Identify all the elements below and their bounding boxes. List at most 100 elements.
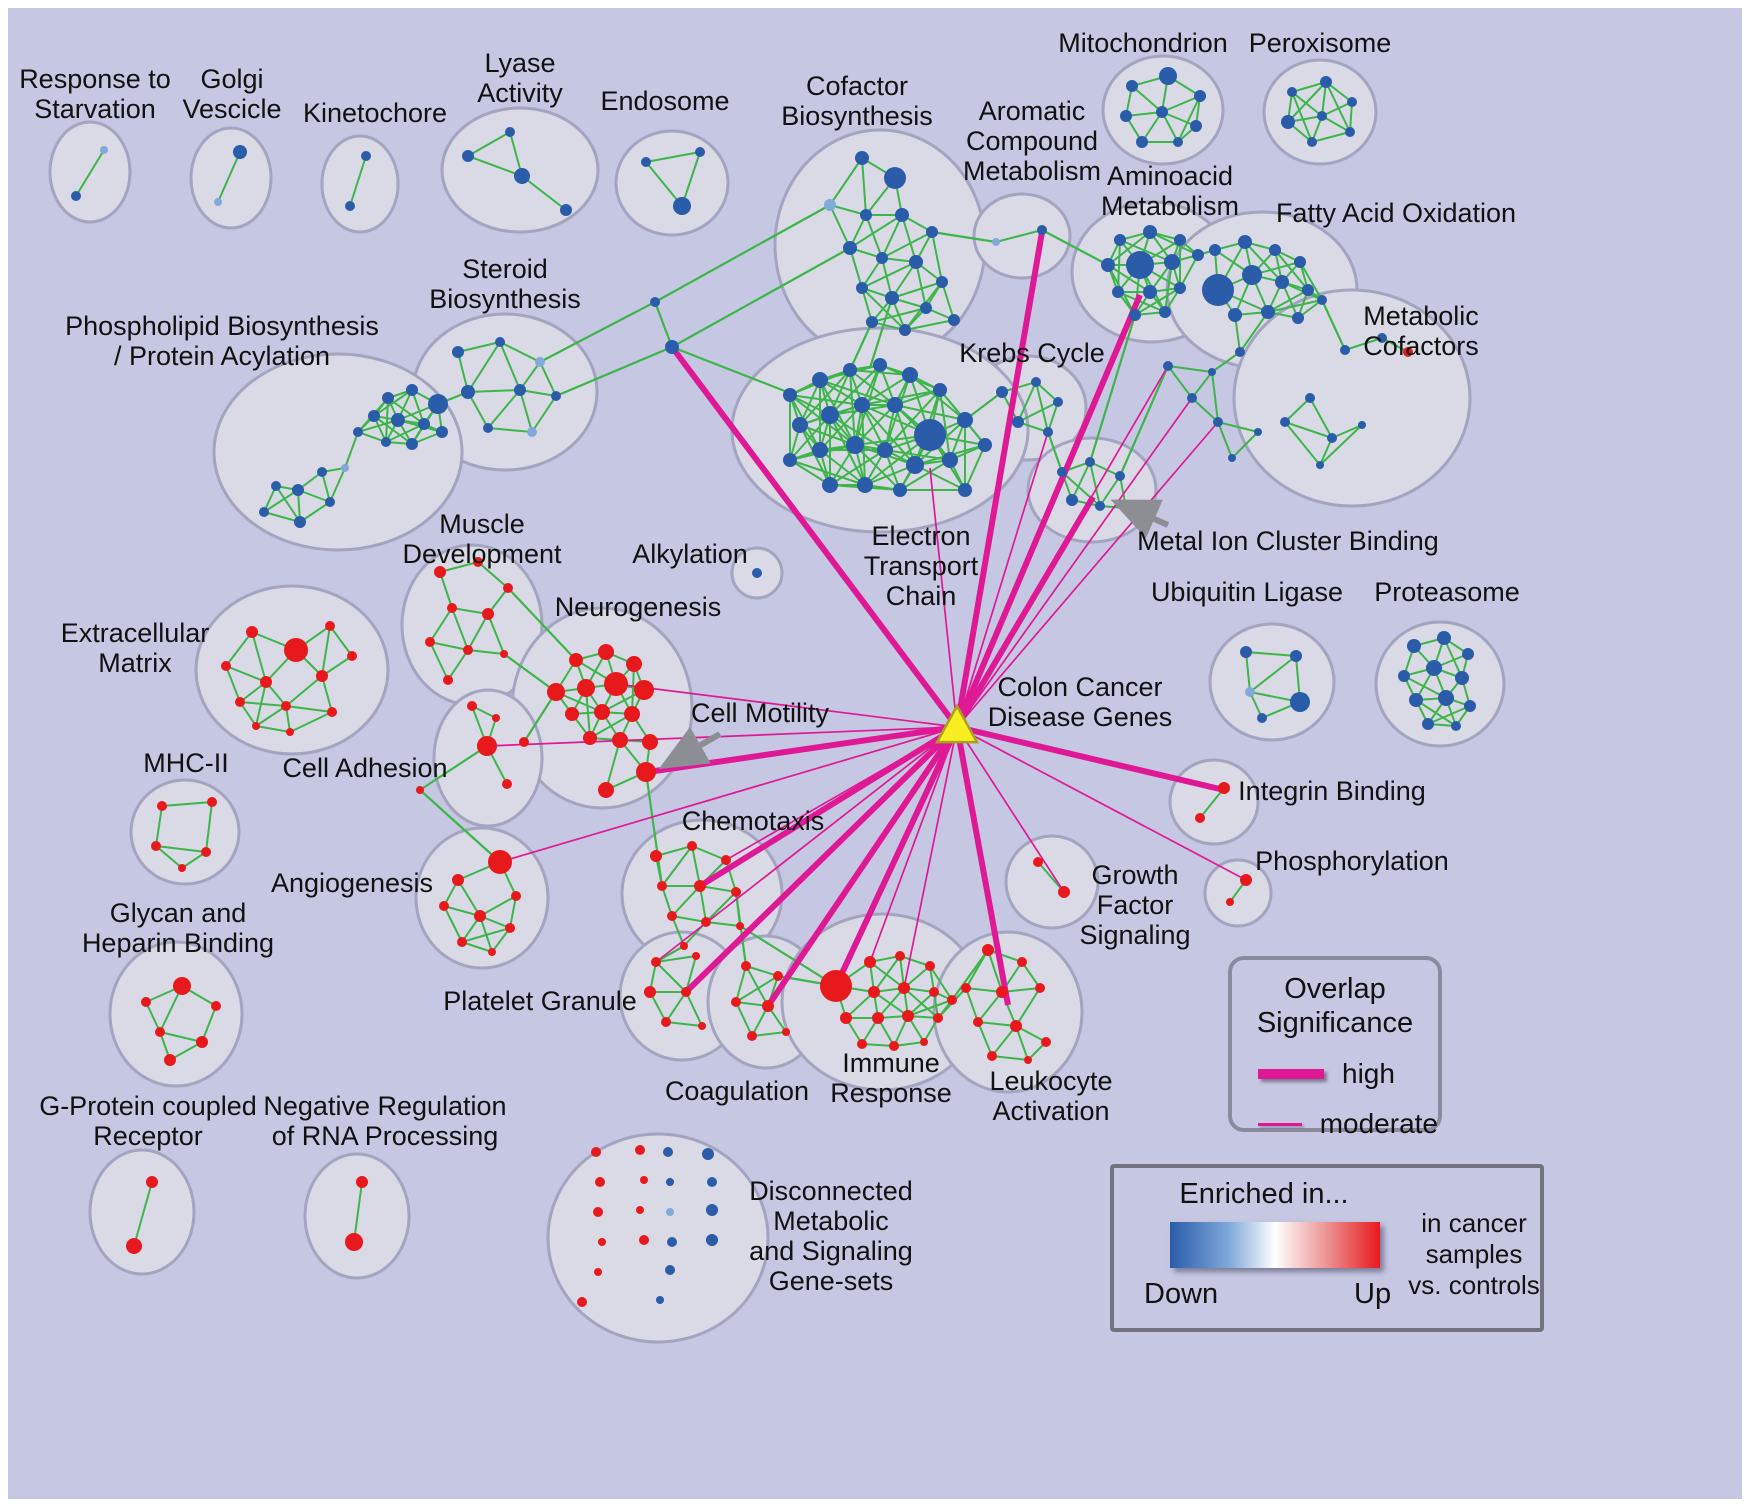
gene-set-node xyxy=(1024,1056,1032,1064)
gene-set-edge xyxy=(1299,261,1323,301)
gene-set-node xyxy=(164,1054,176,1066)
gene-set-edge xyxy=(1267,299,1323,313)
gene-set-node xyxy=(854,397,870,413)
gene-set-node xyxy=(500,650,508,658)
gene-set-edge xyxy=(1037,861,1065,893)
gene-set-node xyxy=(1066,494,1078,506)
gene-set-edge xyxy=(1141,111,1163,143)
gene-set-edge xyxy=(1249,655,1297,693)
gene-set-node xyxy=(893,483,907,497)
cluster-ellipse-extracellular-matrix xyxy=(194,584,390,756)
gene-set-node xyxy=(824,199,836,211)
gene-set-node xyxy=(503,583,513,593)
gene-set-link xyxy=(419,745,488,791)
gene-set-link xyxy=(539,301,656,363)
gene-set-edge xyxy=(1021,961,1041,989)
gene-set-node xyxy=(681,987,691,997)
gene-set-node xyxy=(1190,120,1202,132)
gene-set-edge xyxy=(891,261,917,299)
gene-set-node xyxy=(1228,454,1236,462)
gene-set-node xyxy=(1307,137,1317,147)
gene-set-edge xyxy=(159,1031,203,1043)
cluster-ellipse-glycan-heparin-binding xyxy=(108,940,244,1088)
legend-overlap-significance: Overlap Significance high moderate xyxy=(1228,956,1442,1139)
gene-set-node xyxy=(885,291,899,305)
gene-set-edge xyxy=(385,397,389,443)
gene-set-node xyxy=(495,337,505,347)
gene-set-node xyxy=(650,850,662,862)
overlap-edge-moderate xyxy=(956,421,1219,728)
gene-set-edge xyxy=(799,369,851,426)
gene-set-node xyxy=(1053,397,1063,407)
gene-set-edge xyxy=(691,845,701,887)
gene-set-node xyxy=(436,426,448,438)
gene-set-edge xyxy=(899,955,931,967)
gene-set-edge xyxy=(705,891,737,923)
gene-set-edge xyxy=(671,915,707,923)
gene-set-edge xyxy=(1015,1025,1029,1061)
gene-set-node xyxy=(1058,886,1070,898)
gene-set-node xyxy=(418,418,430,430)
gene-set-node xyxy=(843,241,857,255)
gene-set-node xyxy=(624,706,640,722)
gene-set-node xyxy=(1290,692,1310,712)
gene-set-edge xyxy=(789,459,866,486)
gene-set-node xyxy=(982,944,994,956)
gene-set-node xyxy=(1242,265,1262,285)
gene-set-node xyxy=(1290,650,1302,662)
gene-set-node xyxy=(594,1268,602,1276)
overlap-edge-high xyxy=(698,724,959,889)
gene-set-edge xyxy=(655,955,697,963)
gene-set-edge xyxy=(1191,397,1219,423)
gene-set-node xyxy=(416,786,424,794)
gene-set-node xyxy=(706,1204,718,1216)
gene-set-node xyxy=(665,1265,675,1275)
gene-set-node xyxy=(864,956,876,968)
gene-set-node xyxy=(792,417,808,433)
gene-set-node xyxy=(694,880,706,892)
gene-set-node xyxy=(902,367,918,383)
gene-set-edge xyxy=(1284,397,1311,423)
high-significance-swatch xyxy=(1258,1069,1324,1079)
gene-set-node xyxy=(701,917,711,927)
gene-set-link xyxy=(654,204,831,303)
gene-set-node xyxy=(666,1208,674,1216)
gene-set-node xyxy=(1126,80,1138,92)
gene-set-edge xyxy=(239,701,287,707)
overlap-edge-high xyxy=(956,724,1225,793)
gene-set-edge xyxy=(1284,421,1321,466)
gene-set-node xyxy=(626,656,642,672)
gene-set-node xyxy=(347,651,357,661)
gene-set-edge xyxy=(1321,101,1353,117)
gene-set-edge xyxy=(289,711,333,733)
gene-set-edge xyxy=(499,341,521,391)
overlap-edge-high xyxy=(683,724,960,995)
gene-set-node xyxy=(741,961,751,971)
gene-set-edge xyxy=(467,155,523,177)
gene-set-node xyxy=(1163,361,1173,371)
gene-set-edge xyxy=(861,157,867,216)
gene-set-edge xyxy=(829,157,863,206)
overlap-edge-moderate xyxy=(956,726,1065,893)
gene-set-node xyxy=(317,467,327,477)
gene-set-edge xyxy=(1267,289,1309,313)
gene-set-link xyxy=(419,789,501,863)
gene-set-node xyxy=(978,438,992,452)
overlap-edge-moderate xyxy=(615,683,958,728)
gene-set-edge xyxy=(217,151,241,203)
gene-set-node xyxy=(857,477,873,493)
gene-set-node xyxy=(356,1176,368,1188)
label-metal-ion-cluster-binding: Metal Ion Cluster Binding xyxy=(1137,526,1439,556)
legend-overlap-title-line1: Overlap xyxy=(1284,973,1386,1005)
gene-set-edge xyxy=(1161,95,1201,113)
legend-moderate-row: moderate xyxy=(1258,1108,1438,1140)
gene-set-node xyxy=(551,391,561,401)
gene-set-edge xyxy=(531,395,557,433)
gene-set-node xyxy=(1238,235,1252,249)
gene-set-node xyxy=(595,1177,605,1187)
gene-set-edge xyxy=(819,404,863,451)
